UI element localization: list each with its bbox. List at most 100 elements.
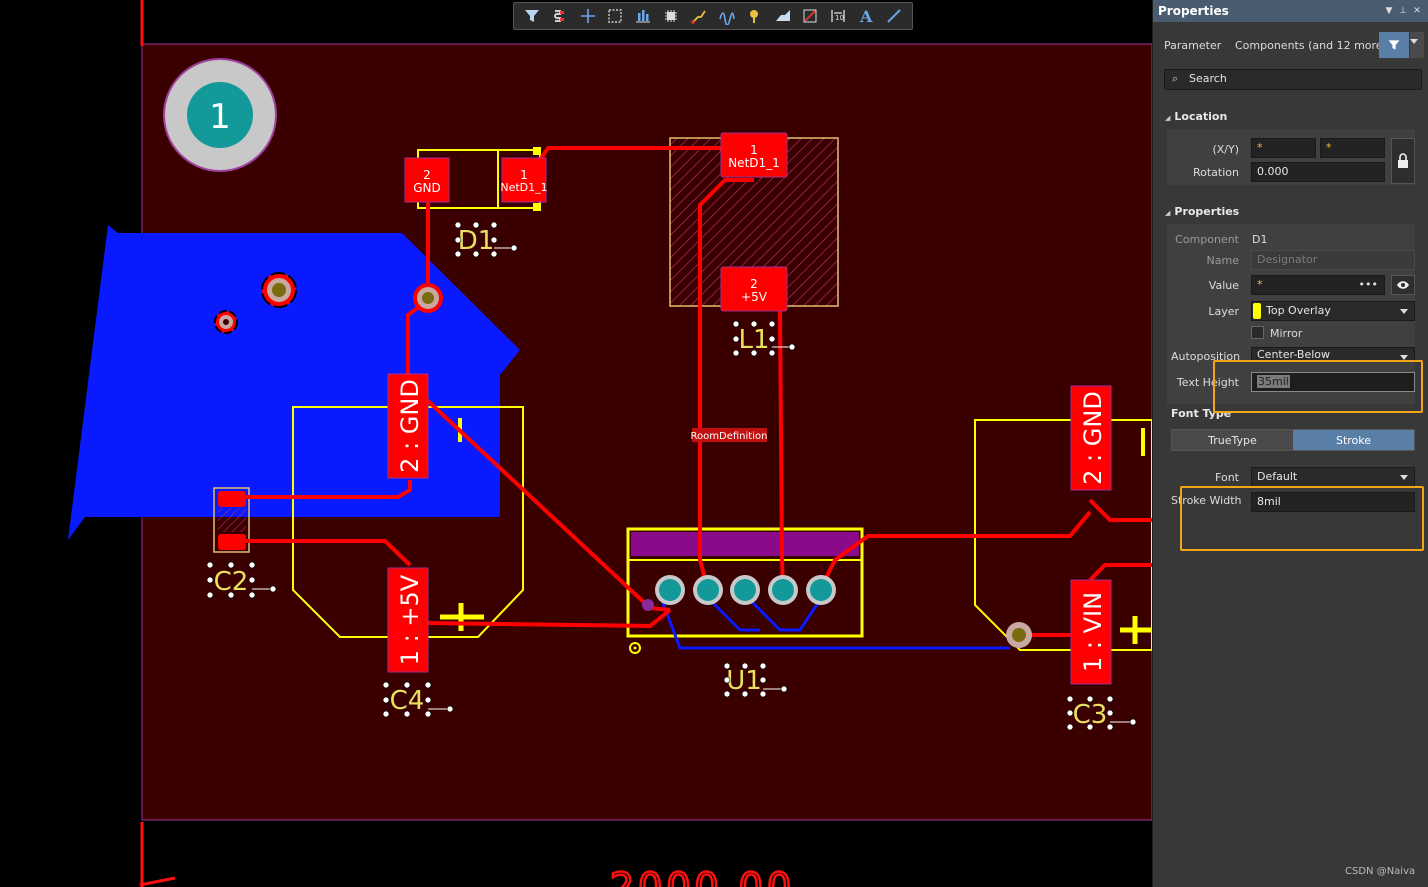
svg-text:GND: GND <box>413 181 441 195</box>
visibility-button[interactable] <box>1391 275 1415 295</box>
c4-pad2 <box>387 373 429 479</box>
component-value: D1 <box>1252 233 1268 246</box>
svg-text:NetD1_1: NetD1_1 <box>500 181 547 194</box>
svg-text:1 : VIN: 1 : VIN <box>1079 592 1107 672</box>
magnet-icon[interactable] <box>549 5 571 27</box>
dimension-icon[interactable]: 10 <box>827 5 849 27</box>
component-icon[interactable] <box>660 5 682 27</box>
filter-text: Components (and 12 more) <box>1235 39 1387 52</box>
font-dropdown[interactable]: Default <box>1251 467 1415 487</box>
l1-pad1 <box>720 132 788 178</box>
c2-pad1 <box>218 491 246 507</box>
search-icon: ⌕ <box>1172 72 1179 85</box>
polygon-icon[interactable] <box>772 5 794 27</box>
svg-text:2 : GND: 2 : GND <box>396 379 424 473</box>
svg-text:1: 1 <box>750 143 758 157</box>
u1-overlay <box>626 527 864 638</box>
selection-rect-icon[interactable] <box>604 5 626 27</box>
align-icon[interactable] <box>632 5 654 27</box>
crosshair-icon[interactable] <box>577 5 599 27</box>
mount-hole-label: 1 <box>209 97 231 137</box>
top-traces <box>240 146 1152 637</box>
filter-button[interactable] <box>1379 32 1409 58</box>
c4-overlay <box>292 406 524 638</box>
filter-icon[interactable] <box>521 5 543 27</box>
properties-panel: Properties ▼ ⊥ ✕ Parameter Components (a… <box>1152 0 1428 887</box>
highlight-stroke-width <box>1180 486 1424 551</box>
mirror-label: Mirror <box>1270 327 1303 340</box>
location-section-header[interactable]: ◢Location <box>1165 110 1228 123</box>
component-label: Component <box>1175 233 1239 246</box>
lock-icon <box>1398 153 1408 168</box>
rotation-label: Rotation <box>1192 166 1239 179</box>
text-height-label: Text Height <box>1176 376 1239 389</box>
svg-text:2: 2 <box>750 277 758 291</box>
pcb-board-view[interactable]: 1 <box>0 0 1152 887</box>
mirror-checkbox[interactable] <box>1251 326 1264 339</box>
layer-color-swatch <box>1253 303 1261 319</box>
svg-text:1: 1 <box>520 168 528 182</box>
value-label: Value <box>1208 279 1239 292</box>
truetype-option[interactable]: TrueType <box>1172 430 1293 450</box>
filter-dropdown-button[interactable] <box>1410 32 1424 58</box>
properties-section-header[interactable]: ◢Properties <box>1165 205 1240 218</box>
autoposition-dropdown[interactable]: Center-Below <box>1251 347 1415 361</box>
svg-text:10: 10 <box>835 14 844 22</box>
room-definition-label: RoomDefinition <box>691 431 768 442</box>
name-input[interactable]: Designator <box>1251 250 1415 270</box>
keepout-icon[interactable] <box>799 5 821 27</box>
panel-header: Properties ▼ ⊥ ✕ <box>1153 0 1428 22</box>
line-icon[interactable] <box>883 5 905 27</box>
l1-pad2 <box>720 266 788 312</box>
close-icon[interactable]: ✕ <box>1413 6 1421 16</box>
eye-icon <box>1397 281 1409 289</box>
rotation-input[interactable]: 0.000 <box>1251 162 1385 182</box>
parameter-label: Parameter <box>1164 39 1222 52</box>
watermark: CSDN @Naiva <box>1345 866 1416 877</box>
svg-text:1 : +5V: 1 : +5V <box>396 574 424 665</box>
svg-text:A: A <box>859 7 873 25</box>
svg-text:+5V: +5V <box>741 290 768 304</box>
text-height-input[interactable]: 35mil <box>1251 372 1415 392</box>
font-type-header: Font Type <box>1171 407 1232 420</box>
search-input[interactable]: ⌕ Search <box>1164 69 1422 90</box>
font-label: Font <box>1215 471 1239 484</box>
pcb-canvas[interactable]: 1 <box>0 0 1152 887</box>
c4-pad1 <box>387 567 429 673</box>
x-input[interactable]: * <box>1251 138 1316 158</box>
autoposition-label: Autoposition <box>1171 350 1241 363</box>
diff-pair-icon[interactable] <box>716 5 738 27</box>
panel-title: Properties <box>1158 4 1229 18</box>
svg-text:NetD1_1: NetD1_1 <box>728 156 780 170</box>
more-options-icon[interactable]: ••• <box>1358 278 1378 291</box>
u1-pins <box>655 575 836 605</box>
mount-hole-inner <box>187 82 253 148</box>
search-placeholder: Search <box>1189 72 1227 85</box>
layer-dropdown[interactable]: Top Overlay <box>1251 301 1415 321</box>
lock-button[interactable] <box>1391 138 1415 184</box>
pin-icon[interactable]: ⊥ <box>1399 6 1407 16</box>
panel-menu-icon[interactable]: ▼ <box>1385 6 1393 16</box>
xy-label: (X/Y) <box>1212 143 1239 156</box>
stroke-option[interactable]: Stroke <box>1293 430 1414 450</box>
c3-pad2 <box>1070 385 1112 491</box>
active-bar-toolbar: 10 A <box>513 2 913 30</box>
svg-text:2: 2 <box>423 168 431 182</box>
font-type-toggle: TrueType Stroke <box>1171 429 1415 451</box>
pin-icon[interactable] <box>744 5 766 27</box>
d1-pad1 <box>501 157 547 203</box>
stroke-width-label: Stroke Width <box>1171 494 1242 507</box>
stroke-width-input[interactable]: 8mil <box>1251 492 1415 512</box>
highlight-text-height <box>1213 360 1423 413</box>
route-icon[interactable] <box>688 5 710 27</box>
filter-icon <box>1388 40 1400 50</box>
d1-pad2 <box>404 157 450 203</box>
c2-pad2 <box>218 534 246 550</box>
dimension-text: 2000.00 <box>610 865 795 887</box>
layer-label: Layer <box>1208 305 1239 318</box>
c3-pad1 <box>1070 579 1112 685</box>
text-icon[interactable]: A <box>855 5 877 27</box>
value-input[interactable]: * ••• <box>1251 275 1385 295</box>
svg-text:2 : GND: 2 : GND <box>1079 391 1107 485</box>
y-input[interactable]: * <box>1320 138 1385 158</box>
